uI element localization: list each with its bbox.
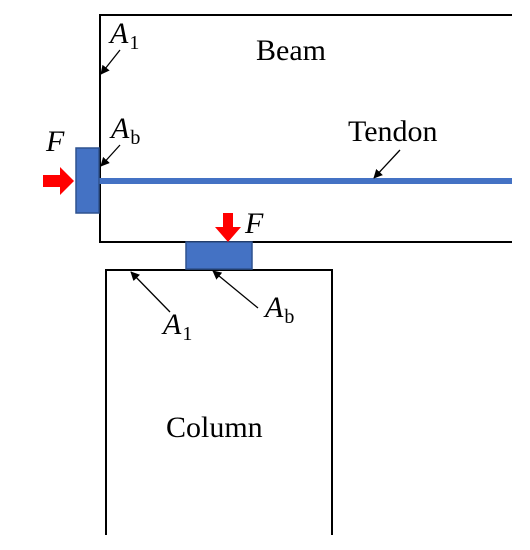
leader-a1-beam-icon bbox=[100, 49, 121, 75]
leader-ab-anchor-icon bbox=[100, 144, 121, 167]
leader-ab-column-icon bbox=[212, 270, 259, 309]
column-label: Column bbox=[166, 411, 263, 444]
tendon-line bbox=[98, 178, 512, 184]
beam-outline bbox=[99, 14, 512, 243]
tendon-label: Tendon bbox=[348, 115, 438, 148]
column-bearing-plate bbox=[185, 241, 253, 270]
column-outline bbox=[105, 269, 333, 535]
force-arrow-vertical-icon bbox=[215, 213, 241, 242]
a1-column-label: A1 bbox=[161, 308, 192, 345]
force-label-horizontal: F bbox=[45, 125, 65, 158]
ab-anchor-label: Ab bbox=[109, 112, 140, 149]
anchor-plate bbox=[75, 147, 100, 214]
a1-beam-label: A1 bbox=[108, 17, 139, 54]
beam-label: Beam bbox=[256, 34, 326, 67]
force-label-vertical: F bbox=[244, 207, 264, 240]
ab-column-label: Ab bbox=[263, 291, 294, 328]
force-arrow-horizontal-icon bbox=[43, 167, 74, 195]
leader-a1-column-icon bbox=[130, 271, 171, 313]
leader-tendon-icon bbox=[373, 149, 401, 179]
